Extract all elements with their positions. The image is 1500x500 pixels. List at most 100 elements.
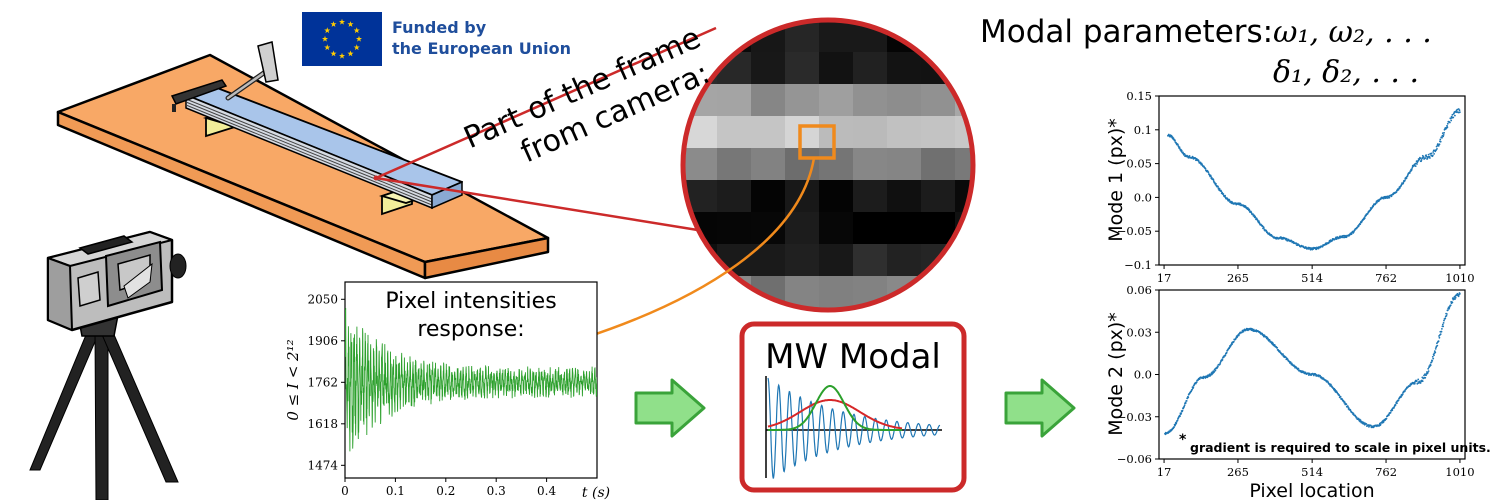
y-tick-label: 0.05 — [1126, 157, 1152, 171]
intensity-y-label: 0 ≤ I < 2¹² — [284, 339, 302, 420]
mode-point — [1178, 146, 1181, 149]
frame-pixel — [955, 52, 973, 85]
mode-point — [1342, 236, 1344, 239]
mode-point — [1359, 223, 1362, 226]
y-tick-label: 0.0 — [1134, 190, 1152, 204]
mode-point — [1343, 401, 1346, 404]
mode-point — [1421, 380, 1424, 383]
y-tick-label: 1906 — [307, 334, 338, 348]
mode-point — [1446, 124, 1448, 127]
camera-icon — [29, 230, 187, 500]
frame-pixel — [887, 84, 922, 117]
mode-point — [1210, 176, 1213, 179]
mode-point — [1419, 382, 1422, 384]
frame-pixel — [955, 148, 973, 181]
mode-point — [1449, 304, 1452, 307]
mode-point — [1175, 422, 1178, 425]
mode-point — [1459, 293, 1461, 295]
y-tick-label: −0.05 — [1117, 224, 1152, 238]
frame-pixel — [853, 52, 888, 85]
frame-pixel — [853, 180, 888, 213]
mw-modal-wavelet-green — [768, 385, 902, 431]
y-tick-label: 0.06 — [1126, 283, 1152, 297]
mode-point — [1359, 419, 1362, 422]
frame-pixel — [955, 276, 973, 309]
mw-modal-title: MW Modal — [765, 337, 941, 377]
frame-pixel — [819, 180, 854, 213]
mode-point — [1442, 325, 1445, 328]
eu-star-icon — [347, 50, 354, 57]
intensity-signal-line — [345, 307, 597, 452]
mode-point — [1335, 238, 1338, 241]
frame-pixel — [717, 276, 752, 309]
mw-modal-box: MW Modal — [739, 321, 967, 493]
mode-point — [1431, 360, 1434, 362]
eu-union-text: the European Union — [392, 39, 571, 58]
mode-point — [1436, 344, 1439, 347]
modal-parameters-header: Modal parameters: ω₁, ω₂, . . . δ₁, δ₂, … — [980, 14, 1432, 90]
hammer-icon — [225, 41, 279, 101]
frame-pixel — [683, 340, 718, 373]
mode-point — [1429, 364, 1432, 367]
mode-point — [1177, 143, 1179, 146]
frame-pixel — [717, 148, 752, 181]
mode-point — [1419, 157, 1422, 160]
mode-point — [1440, 330, 1443, 333]
mode-point — [1411, 168, 1413, 170]
frame-pixel — [819, 212, 854, 245]
mode-point — [1439, 333, 1442, 335]
frame-pixel — [819, 116, 854, 149]
mode-point — [1376, 201, 1378, 204]
frame-pixel — [785, 180, 820, 213]
mode-point — [1183, 153, 1186, 155]
mode-point — [1413, 382, 1416, 385]
mode-point — [1341, 398, 1344, 400]
x-tick-label: 514 — [1301, 271, 1323, 285]
mode-point — [1191, 388, 1193, 391]
mode-point — [1388, 196, 1391, 199]
mode-point — [1263, 227, 1265, 229]
mode-point — [1210, 175, 1212, 178]
mode-point — [1229, 345, 1232, 348]
mode-point — [1427, 153, 1430, 156]
mode-point — [1391, 409, 1394, 412]
mode-point — [1232, 340, 1235, 343]
mode-point — [1396, 402, 1398, 405]
mode-point — [1393, 407, 1395, 409]
mode-point — [1445, 314, 1448, 317]
frame-pixel — [785, 244, 820, 277]
mode-point — [1285, 238, 1288, 240]
frame-pixel — [717, 244, 752, 277]
eu-funded-by-text: Funded by — [392, 18, 487, 37]
mode-point — [1195, 381, 1198, 383]
zoom-callout-lines — [375, 26, 717, 234]
mode-point — [1390, 195, 1393, 198]
mode-point — [1427, 370, 1430, 372]
mode-point — [1430, 361, 1433, 364]
mode-point — [1365, 423, 1368, 425]
mode-point — [1188, 155, 1191, 157]
frame-pixel — [819, 244, 854, 277]
frame-pixel — [717, 116, 752, 149]
frame-pixel — [717, 212, 752, 245]
mode-point — [1414, 165, 1417, 168]
mode-point — [1222, 193, 1225, 195]
eu-logo: Funded by the European Union — [302, 12, 571, 66]
mode-point — [1451, 301, 1454, 304]
mode-point — [1187, 396, 1190, 399]
intensity-x-label: t (s) — [582, 485, 610, 500]
frame-pixel — [785, 148, 820, 181]
mode-point — [1417, 378, 1420, 381]
mode-point — [1432, 357, 1435, 360]
eu-star-icon — [330, 21, 337, 27]
mode-point — [1173, 426, 1175, 428]
frame-pixel — [751, 84, 786, 117]
mode-point — [1220, 190, 1223, 193]
mode-point — [1348, 407, 1350, 410]
mode-point — [1442, 322, 1445, 324]
mode-point — [1450, 119, 1453, 122]
mode-point — [1197, 160, 1200, 163]
mode-point — [1457, 295, 1460, 298]
frame-pixel — [921, 20, 956, 53]
flow-arrow-1 — [634, 378, 706, 438]
